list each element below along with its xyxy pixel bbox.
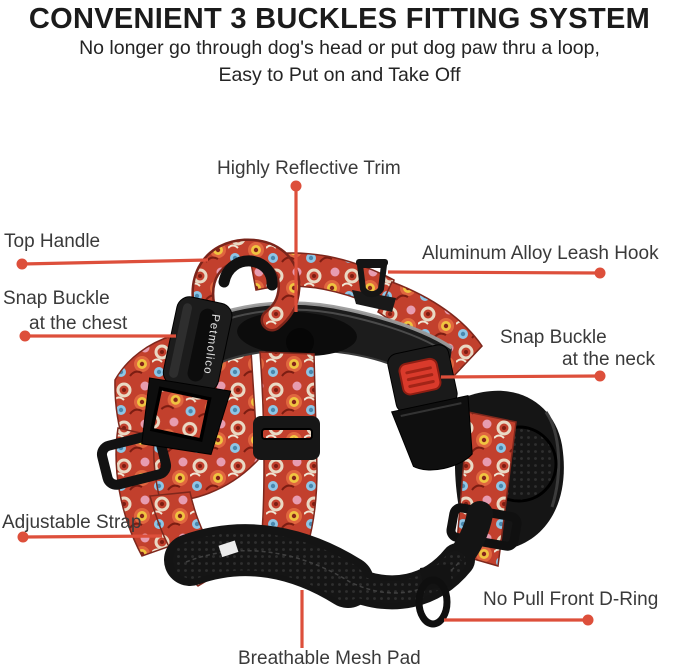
callout-label-front-d-ring: No Pull Front D-Ring: [483, 589, 659, 610]
harness-photo: Petmolico: [96, 238, 564, 628]
callout-label-neck-buckle-line1: Snap Buckle: [500, 327, 607, 348]
leash-hook-art: [352, 259, 396, 312]
callout-line-leash-hook: [387, 267, 606, 279]
callout-line-reflective-trim: [290, 180, 302, 312]
subtitle-line-1: No longer go through dog's head or put d…: [79, 37, 600, 59]
callout-line-adjustable-strap: [17, 531, 163, 543]
callout-line-front-d-ring: [444, 614, 594, 626]
front-d-ring-art: [415, 564, 452, 628]
neck-snap-buckle: [387, 344, 473, 471]
callout-line-chest-buckle: [19, 330, 176, 342]
callout-label-neck-buckle-line2: at the neck: [562, 349, 655, 370]
callout-label-chest-buckle-line2: at the chest: [29, 313, 128, 334]
callout-label-reflective-trim: Highly Reflective Trim: [217, 158, 401, 179]
center-chest-strap: [253, 351, 320, 567]
chest-snap-buckle: Petmolico: [141, 296, 233, 455]
page-title: CONVENIENT 3 BUCKLES FITTING SYSTEM: [28, 3, 651, 35]
callout-label-adjustable-strap: Adjustable Strap: [2, 512, 142, 533]
callout-label-leash-hook: Aluminum Alloy Leash Hook: [422, 243, 659, 264]
callout-line-top-handle: [16, 258, 209, 270]
callout-label-mesh-pad: Breathable Mesh Pad: [238, 648, 421, 669]
callout-label-top-handle: Top Handle: [4, 231, 101, 252]
brand-tag: [218, 540, 239, 558]
subtitle-line-2: Easy to Put on and Take Off: [218, 64, 461, 86]
top-handle-art: [191, 238, 301, 332]
callout-label-chest-buckle-line1: Snap Buckle: [3, 288, 110, 309]
callout-line-neck-buckle: [440, 370, 606, 382]
